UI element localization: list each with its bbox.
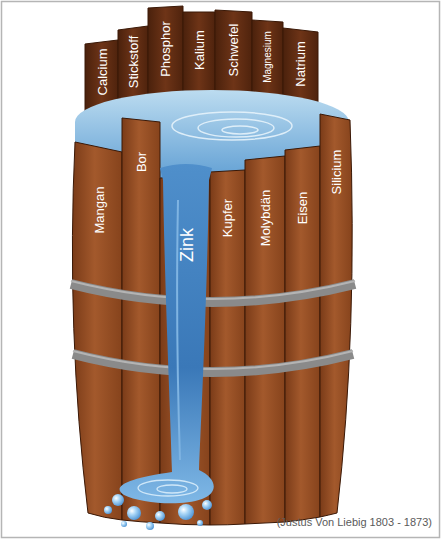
water-stream	[120, 164, 214, 503]
stave-label: Bor	[135, 152, 148, 172]
front-stave	[122, 118, 160, 523]
front-staves	[72, 114, 352, 525]
stave-label: Molybdän	[259, 190, 272, 246]
barrel-hoops	[71, 281, 355, 372]
stream-label: Zink	[178, 228, 196, 262]
stave-label: Phosphor	[159, 21, 172, 77]
stave-label: Calcium	[96, 49, 109, 96]
stave-label: Kupfer	[221, 199, 234, 237]
water-swirl	[172, 112, 292, 140]
stave-label: Mangan	[93, 187, 106, 234]
stave-label: Schwefel	[227, 24, 240, 77]
water-bubbles	[104, 494, 212, 530]
stave-label: Magnesium	[263, 31, 273, 83]
front-stave	[285, 146, 320, 522]
stave-label: Stickstoff	[127, 36, 140, 89]
front-stave	[210, 170, 245, 525]
stave-label: Natrium	[294, 41, 307, 87]
splash-swirl	[138, 200, 198, 496]
stave-label: Silicium	[330, 150, 343, 195]
front-stave	[245, 156, 285, 524]
stave-label: Eisen	[296, 192, 309, 225]
stave-label: Kalium	[193, 30, 206, 70]
caption: (Justus Von Liebig 1803 - 1873)	[277, 517, 432, 528]
front-stave	[72, 142, 122, 520]
front-stave	[320, 114, 352, 517]
